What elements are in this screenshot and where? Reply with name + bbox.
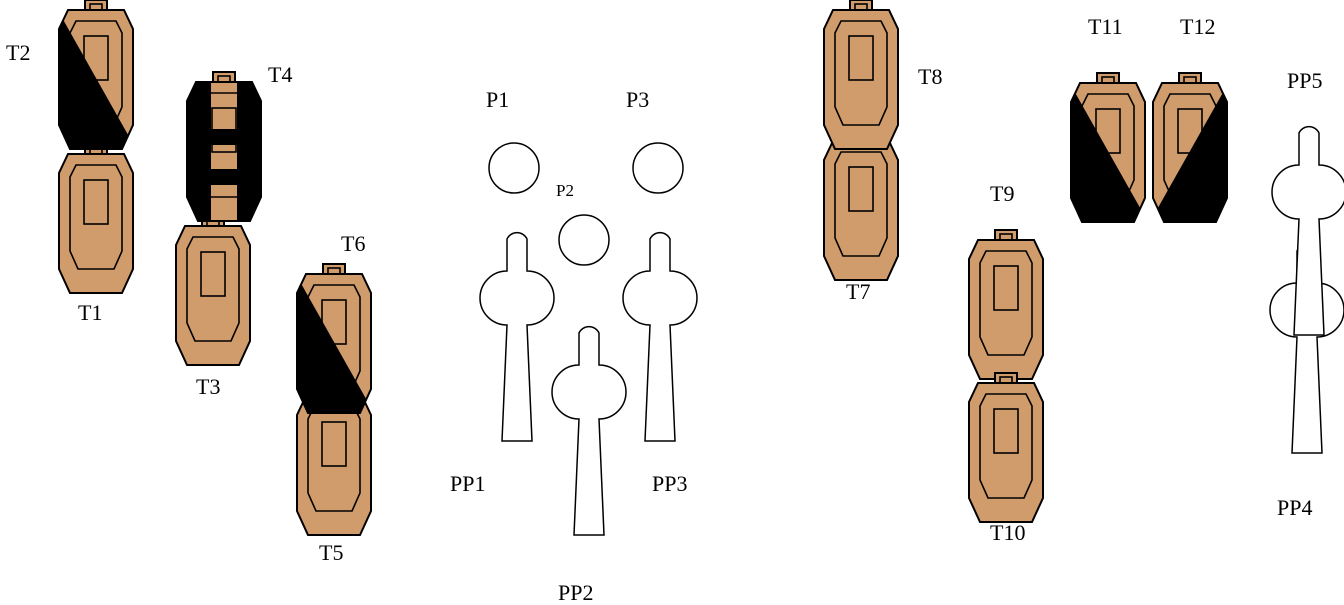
label-pp4: PP4	[1277, 495, 1312, 520]
target-a-zone	[211, 107, 237, 153]
target-t1	[58, 143, 134, 294]
target-c-zone	[197, 92, 251, 198]
label-t12: T12	[1180, 14, 1215, 39]
hardcover-diagonal	[297, 274, 371, 413]
label-t3: T3	[196, 374, 220, 399]
target-c-zone	[834, 20, 888, 126]
targets-layer	[58, 0, 1228, 536]
target-c-zone	[307, 284, 361, 390]
target-a-zone	[83, 179, 109, 225]
plate-p1	[488, 142, 540, 194]
target-t4	[186, 71, 262, 222]
label-pp3: PP3	[652, 471, 687, 496]
target-t3	[175, 215, 251, 366]
target-c-zone	[69, 20, 123, 126]
target-a-zone	[1177, 108, 1203, 154]
poppers-layer	[479, 125, 1344, 536]
label-t8: T8	[918, 64, 942, 89]
label-pp5: PP5	[1287, 68, 1322, 93]
target-a-zone	[848, 35, 874, 81]
hardcover-diagonal	[1153, 83, 1227, 222]
target-t8	[823, 0, 899, 150]
target-outline	[1070, 82, 1146, 223]
plate-p3	[632, 142, 684, 194]
target-outline	[175, 225, 251, 366]
hardcover	[59, 10, 133, 149]
hardcover-diagonal	[59, 10, 133, 149]
target-outline	[823, 9, 899, 150]
label-t4: T4	[268, 62, 292, 87]
target-c-zone	[1163, 93, 1217, 199]
target-outline	[968, 239, 1044, 380]
target-a-zone	[200, 251, 226, 297]
target-c-zone	[979, 250, 1033, 356]
label-p3: P3	[626, 87, 649, 112]
target-t7	[823, 130, 899, 281]
target-a-zone	[848, 166, 874, 212]
hardcover-diagonal	[1071, 83, 1145, 222]
target-outline	[186, 81, 262, 222]
target-t10	[968, 372, 1044, 523]
target-a-zone	[993, 265, 1019, 311]
target-t2	[58, 0, 134, 150]
target-c-zone	[834, 151, 888, 257]
plate-p2	[558, 214, 610, 266]
target-t6	[296, 263, 372, 414]
label-t1: T1	[78, 300, 102, 325]
label-t10: T10	[990, 520, 1025, 545]
popper-pp3	[622, 231, 698, 442]
label-p1: P1	[486, 87, 509, 112]
hardcover	[297, 274, 371, 413]
target-a-zone	[1095, 108, 1121, 154]
hardcover-band	[210, 169, 238, 185]
target-c-zone	[1081, 93, 1135, 199]
target-c-zone	[979, 393, 1033, 499]
target-a-zone	[993, 408, 1019, 454]
label-t2: T2	[6, 40, 30, 65]
popper-pp1	[479, 231, 555, 442]
label-t7: T7	[846, 279, 870, 304]
target-a-zone	[83, 35, 109, 81]
target-outline	[296, 273, 372, 414]
plates-layer	[488, 142, 684, 266]
popper-pp5	[1271, 125, 1344, 336]
hardcover	[187, 82, 261, 221]
target-c-zone	[69, 164, 123, 270]
label-pp2: PP2	[558, 580, 593, 605]
label-t9: T9	[990, 181, 1014, 206]
target-outline	[1152, 82, 1228, 223]
target-a-zone	[321, 421, 347, 467]
target-outline	[58, 9, 134, 150]
hardcover-left	[187, 82, 211, 221]
target-t9	[968, 229, 1044, 380]
target-t11	[1070, 72, 1146, 223]
target-outline	[823, 140, 899, 281]
label-t11: T11	[1088, 14, 1123, 39]
hardcover	[1071, 83, 1145, 222]
label-p2: P2	[556, 181, 574, 200]
target-outline	[58, 153, 134, 294]
target-c-zone	[186, 236, 240, 342]
target-a-zone	[321, 299, 347, 345]
label-pp1: PP1	[450, 471, 485, 496]
label-t6: T6	[341, 231, 365, 256]
popper-pp2	[551, 325, 627, 536]
labels-layer: T1 T2 T3 T4 T5 T6 T7 T8 T9 T10 T11 T12 P…	[6, 14, 1322, 605]
target-t12	[1152, 72, 1228, 223]
hardcover	[1153, 83, 1227, 222]
hardcover-right	[237, 82, 261, 221]
hardcover-band	[210, 129, 238, 145]
target-outline	[968, 382, 1044, 523]
label-t5: T5	[319, 540, 343, 565]
